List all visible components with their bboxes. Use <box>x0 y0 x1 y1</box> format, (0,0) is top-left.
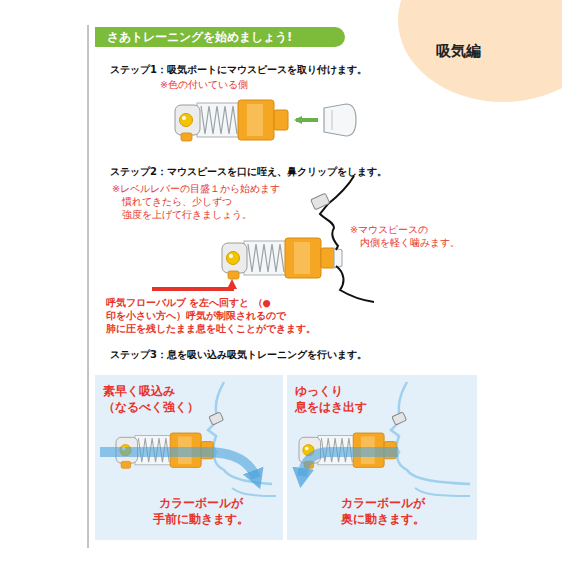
panel-heading: ゆっくり 息をはき出す <box>295 383 379 415</box>
step-heading: ステップ1：吸気ポートにマウスピースを取り付けます。 <box>110 63 367 77</box>
section-badge: 吸気編 <box>398 0 562 102</box>
title-band: さあトレーニングを始めましょう! <box>95 27 345 47</box>
step-panel: ゆっくり 息をはき出すカラーボールが 奥に動きます。 <box>287 375 477 540</box>
step-panel: 素早く吸込み （なるべく強く） カラーボールが 手前に動きます。 <box>95 375 283 540</box>
step-heading: ステップ2：マウスピースを口に咥え、鼻クリップをします。 <box>110 165 387 179</box>
inhale-arrow <box>100 452 256 478</box>
panel-note: カラーボールが 奥に動きます。 <box>329 495 437 527</box>
panel-note: カラーボールが 手前に動きます。 <box>147 495 255 527</box>
trainer-device <box>222 238 335 279</box>
trainer-device <box>175 100 288 141</box>
exhale-arrow <box>302 452 398 476</box>
nose-clip <box>311 193 330 210</box>
note: 呼気フローバルブ を左へ回すと （●印を小さい方へ）呼気が制限されるので 肺に圧… <box>106 297 328 335</box>
nose-clip <box>209 412 224 425</box>
neck-outline <box>232 488 276 496</box>
neck-outline <box>415 488 470 496</box>
panel-heading: 素早く吸込み （なるべく強く） <box>103 383 211 415</box>
panel-ground <box>95 375 283 540</box>
face-outline <box>391 382 470 484</box>
mouthpiece <box>324 104 356 136</box>
note: ※マウスピースの 内側を軽く噛みます。 <box>350 224 476 250</box>
note: ※レベルレバーの目盛１から始めます 慣れてきたら、少しずつ 強度を上げて行きまし… <box>112 183 302 221</box>
section-title: 吸気編 <box>436 41 481 61</box>
face-outline <box>208 382 272 484</box>
mouthpiece-rib <box>332 110 333 130</box>
nose-clip <box>392 412 407 425</box>
margin-line <box>88 25 89 548</box>
title-text: さあトレーニングを始めましょう! <box>107 29 292 45</box>
attach-arrow <box>296 118 318 122</box>
panel-ground <box>287 375 477 540</box>
mouthpiece <box>334 248 342 268</box>
note: ※色の付いている側 <box>160 79 248 92</box>
step-heading: ステップ3：息を吸い込み吸気トレーニングを行います。 <box>110 348 367 362</box>
valve-pointer <box>152 284 232 289</box>
